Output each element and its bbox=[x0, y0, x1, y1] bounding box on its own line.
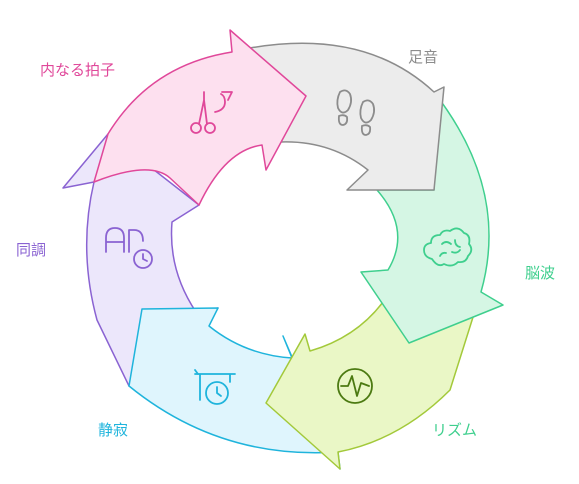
label-rhythm: リズム bbox=[432, 421, 478, 439]
ai-clock-icon bbox=[105, 227, 153, 269]
segment-silence bbox=[128, 307, 341, 470]
label-silence: 静寂 bbox=[98, 421, 129, 439]
brain-icon bbox=[423, 227, 473, 267]
label-footsteps: 足音 bbox=[408, 48, 439, 66]
timer-icon bbox=[194, 369, 236, 405]
footprints-icon bbox=[336, 89, 376, 136]
label-inner-beat: 内なる拍子 bbox=[40, 61, 116, 79]
label-brainwaves: 脳波 bbox=[525, 264, 556, 282]
label-sync: 同調 bbox=[16, 241, 47, 259]
scissors-icon bbox=[190, 91, 233, 134]
segment-brainwaves bbox=[360, 91, 504, 344]
waveform-icon bbox=[337, 368, 373, 404]
